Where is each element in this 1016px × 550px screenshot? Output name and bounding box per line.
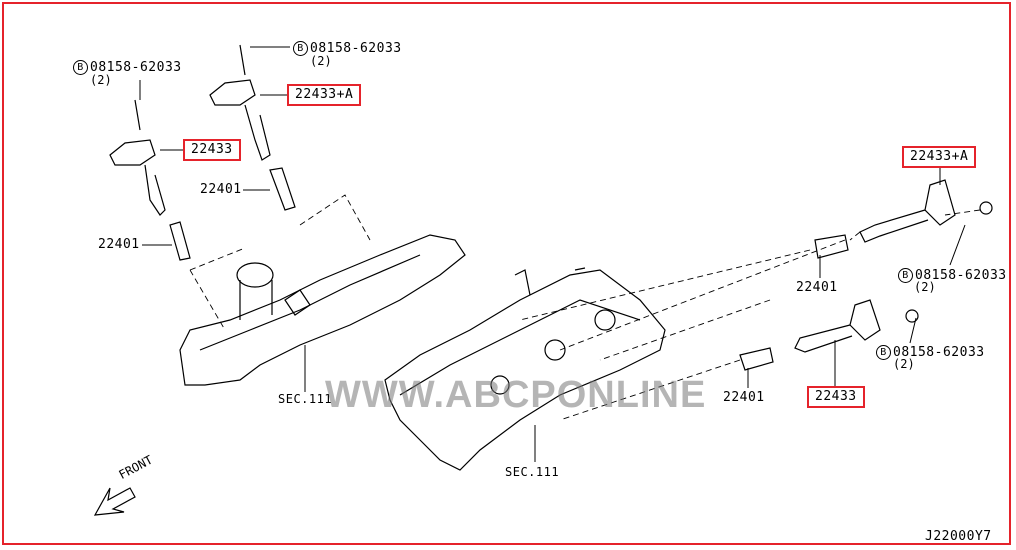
coil-label-left[interactable]: 22433 bbox=[183, 139, 241, 161]
plug-label-left-upper: 22401 bbox=[200, 182, 242, 197]
coil-label-right-a[interactable]: 22433+A bbox=[902, 146, 977, 168]
bolt-b-icon: B bbox=[876, 345, 891, 360]
bolt-qty-top: (2) bbox=[310, 54, 332, 68]
left-coils bbox=[109, 44, 296, 261]
guide-lines bbox=[189, 194, 981, 421]
watermark: WWW.ABCPONLINE bbox=[325, 374, 707, 416]
front-arrow-icon bbox=[93, 487, 136, 516]
left-valve-cover bbox=[179, 234, 466, 386]
right-coils bbox=[739, 179, 993, 371]
plug-label-left-lower: 22401 bbox=[98, 237, 140, 252]
section-label-right: SEC.111 bbox=[505, 465, 560, 479]
bolt-qty-right-upper: (2) bbox=[914, 280, 936, 294]
bolt-qty-left: (2) bbox=[90, 73, 112, 87]
coil-label-right[interactable]: 22433 bbox=[807, 386, 865, 408]
bolt-b-icon: B bbox=[293, 41, 308, 56]
part-number: 08158-62033 bbox=[90, 60, 182, 75]
part-number: 08158-62033 bbox=[310, 41, 402, 56]
bolt-qty-right-lower: (2) bbox=[893, 357, 915, 371]
plug-label-right-upper: 22401 bbox=[796, 280, 838, 295]
part-number: 08158-62033 bbox=[915, 268, 1007, 283]
bolt-b-icon: B bbox=[898, 268, 913, 283]
leader-lines bbox=[139, 46, 966, 462]
plug-label-right-lower: 22401 bbox=[723, 390, 765, 405]
diagram-code: J22000Y7 bbox=[925, 529, 992, 544]
section-label-left: SEC.111 bbox=[278, 392, 333, 406]
bolt-b-icon: B bbox=[73, 60, 88, 75]
coil-label-left-a[interactable]: 22433+A bbox=[287, 84, 362, 106]
part-number: 08158-62033 bbox=[893, 345, 985, 360]
right-valve-cover bbox=[384, 267, 666, 471]
